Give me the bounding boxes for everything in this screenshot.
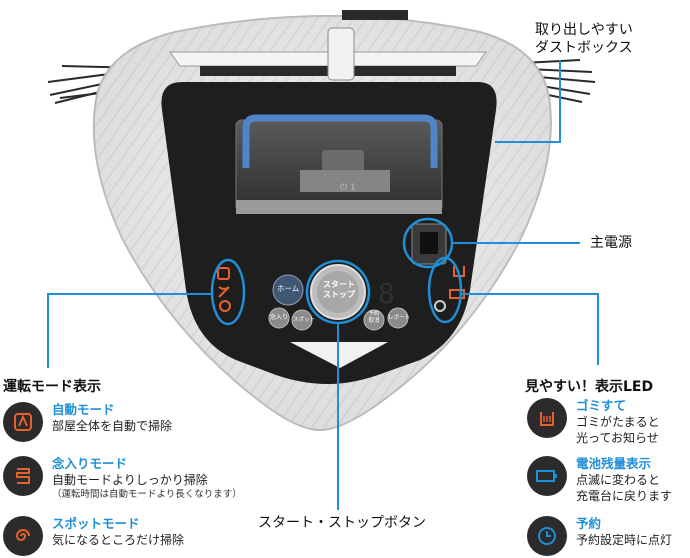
yoyaku-label: 予約 bbox=[368, 311, 380, 317]
battery-item: 電池残量表示 点滅に変わると 充電台に戻ります bbox=[527, 456, 672, 504]
spot-mode-item: スポットモード 気になるところだけ掃除 bbox=[3, 516, 184, 556]
battery-desc-1: 点滅に変わると bbox=[576, 473, 661, 487]
dustbox-callout-line1: 取り出しやすい bbox=[535, 22, 633, 38]
reservation-desc: 予約設定時に点灯 bbox=[576, 533, 673, 547]
svg-text:8: 8 bbox=[378, 277, 395, 310]
mode-display-heading: 運転モード表示 bbox=[3, 379, 101, 395]
auto-mode-desc: 部屋全体を自動で掃除 bbox=[52, 419, 173, 433]
dust-box-handle bbox=[242, 114, 438, 168]
dust-full-desc-1: ゴミがたまると bbox=[576, 415, 660, 429]
report-button[interactable]: レポート bbox=[388, 315, 411, 321]
dustbox-callout-line2: ダストボックス bbox=[535, 40, 633, 56]
nenri-mode-title: 念入りモード bbox=[52, 456, 128, 471]
clock-icon bbox=[527, 516, 567, 556]
auto-mode-title: 自動モード bbox=[52, 402, 115, 417]
auto-mode-item: 自動モード 部屋全体を自動で掃除 bbox=[3, 402, 172, 442]
battery-desc-2: 充電台に戻ります bbox=[576, 489, 673, 503]
power-callout: 主電源 bbox=[590, 235, 632, 251]
svg-text:⏻ 1: ⏻ 1 bbox=[340, 182, 356, 193]
dust-full-item: ゴミすて ゴミがたまると 光ってお知らせ bbox=[527, 398, 660, 446]
spot-mode-desc: 気になるところだけ掃除 bbox=[52, 533, 185, 547]
dust-full-icon bbox=[527, 398, 567, 438]
nenri-button[interactable]: 念入り bbox=[270, 314, 289, 321]
callout-lines bbox=[47, 60, 599, 510]
reservation-item: 予約 予約設定時に点灯 bbox=[527, 516, 672, 556]
auto-mode-icon bbox=[3, 402, 43, 442]
dust-full-title: ゴミすて bbox=[576, 398, 627, 413]
home-button-shape bbox=[272, 274, 304, 306]
small-panel-buttons bbox=[268, 307, 409, 331]
battery-icon bbox=[527, 456, 567, 496]
spot-mode-icon bbox=[3, 516, 43, 556]
lid-latch bbox=[327, 27, 355, 81]
nenri-mode-desc: 自動モードよりしっかり掃除 bbox=[52, 473, 208, 487]
nenri-mode-item: 念入りモード 自動モードよりしっかり掃除 （運転時間は自動モードより長くなります… bbox=[3, 456, 242, 501]
cancel-label: 取消 bbox=[368, 318, 380, 324]
spot-button[interactable]: スポット bbox=[293, 317, 316, 323]
stop-label: ストップ bbox=[323, 290, 355, 299]
led-display-heading: 見やすい！表示LED bbox=[525, 379, 654, 395]
start-stop-button[interactable]: スタート ストップ bbox=[320, 280, 358, 300]
spot-mode-title: スポットモード bbox=[52, 516, 140, 531]
body-mode-leds bbox=[217, 267, 231, 312]
home-button[interactable]: ホーム bbox=[277, 284, 300, 293]
dust-full-desc-2: 光ってお知らせ bbox=[576, 431, 659, 445]
reservation-title: 予約 bbox=[576, 516, 602, 531]
start-stop-callout: スタート・ストップボタン bbox=[258, 515, 426, 531]
nenri-mode-note: （運転時間は自動モードより長くなります） bbox=[52, 489, 242, 500]
nenri-mode-icon bbox=[3, 456, 43, 496]
yoyaku-cancel-button[interactable]: 予約 取消 bbox=[366, 311, 382, 325]
start-label: スタート bbox=[323, 280, 355, 289]
battery-title: 電池残量表示 bbox=[576, 456, 652, 471]
